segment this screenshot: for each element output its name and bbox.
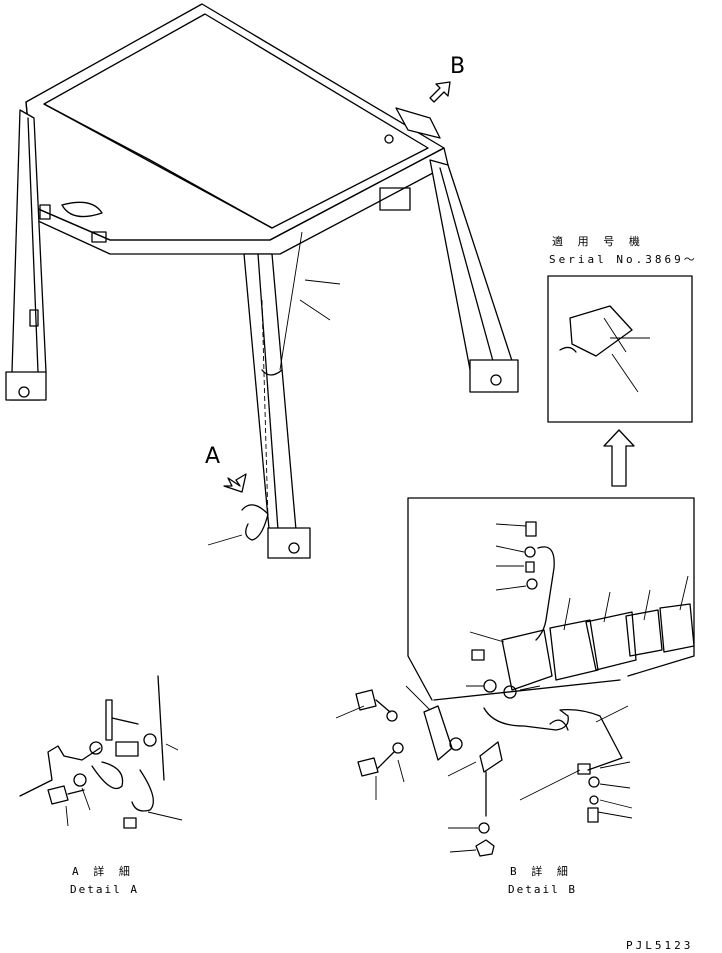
serial-variant-box <box>547 275 693 423</box>
serial-label-en: Serial No.3869～ <box>549 253 698 266</box>
detail-a-title-en: Detail A <box>70 883 139 896</box>
detail-b-assembly <box>335 685 633 857</box>
upgrade-arrow <box>603 429 635 487</box>
callout-arrow-a <box>223 473 247 493</box>
callout-arrow-b <box>429 81 451 103</box>
callout-label-a: A <box>205 444 221 469</box>
detail-a-title-jp: A 詳 細 <box>72 865 134 878</box>
callout-label-b: B <box>450 54 466 79</box>
drawing-code: PJL5123 <box>626 939 694 952</box>
detail-a-assembly <box>19 675 183 829</box>
detail-b-outline <box>407 497 695 701</box>
serial-label-jp: 適 用 号 機 <box>552 235 644 248</box>
detail-b-title-en: Detail B <box>508 883 577 896</box>
canopy-frame <box>5 3 519 559</box>
detail-b-title-jp: B 詳 細 <box>510 865 572 878</box>
